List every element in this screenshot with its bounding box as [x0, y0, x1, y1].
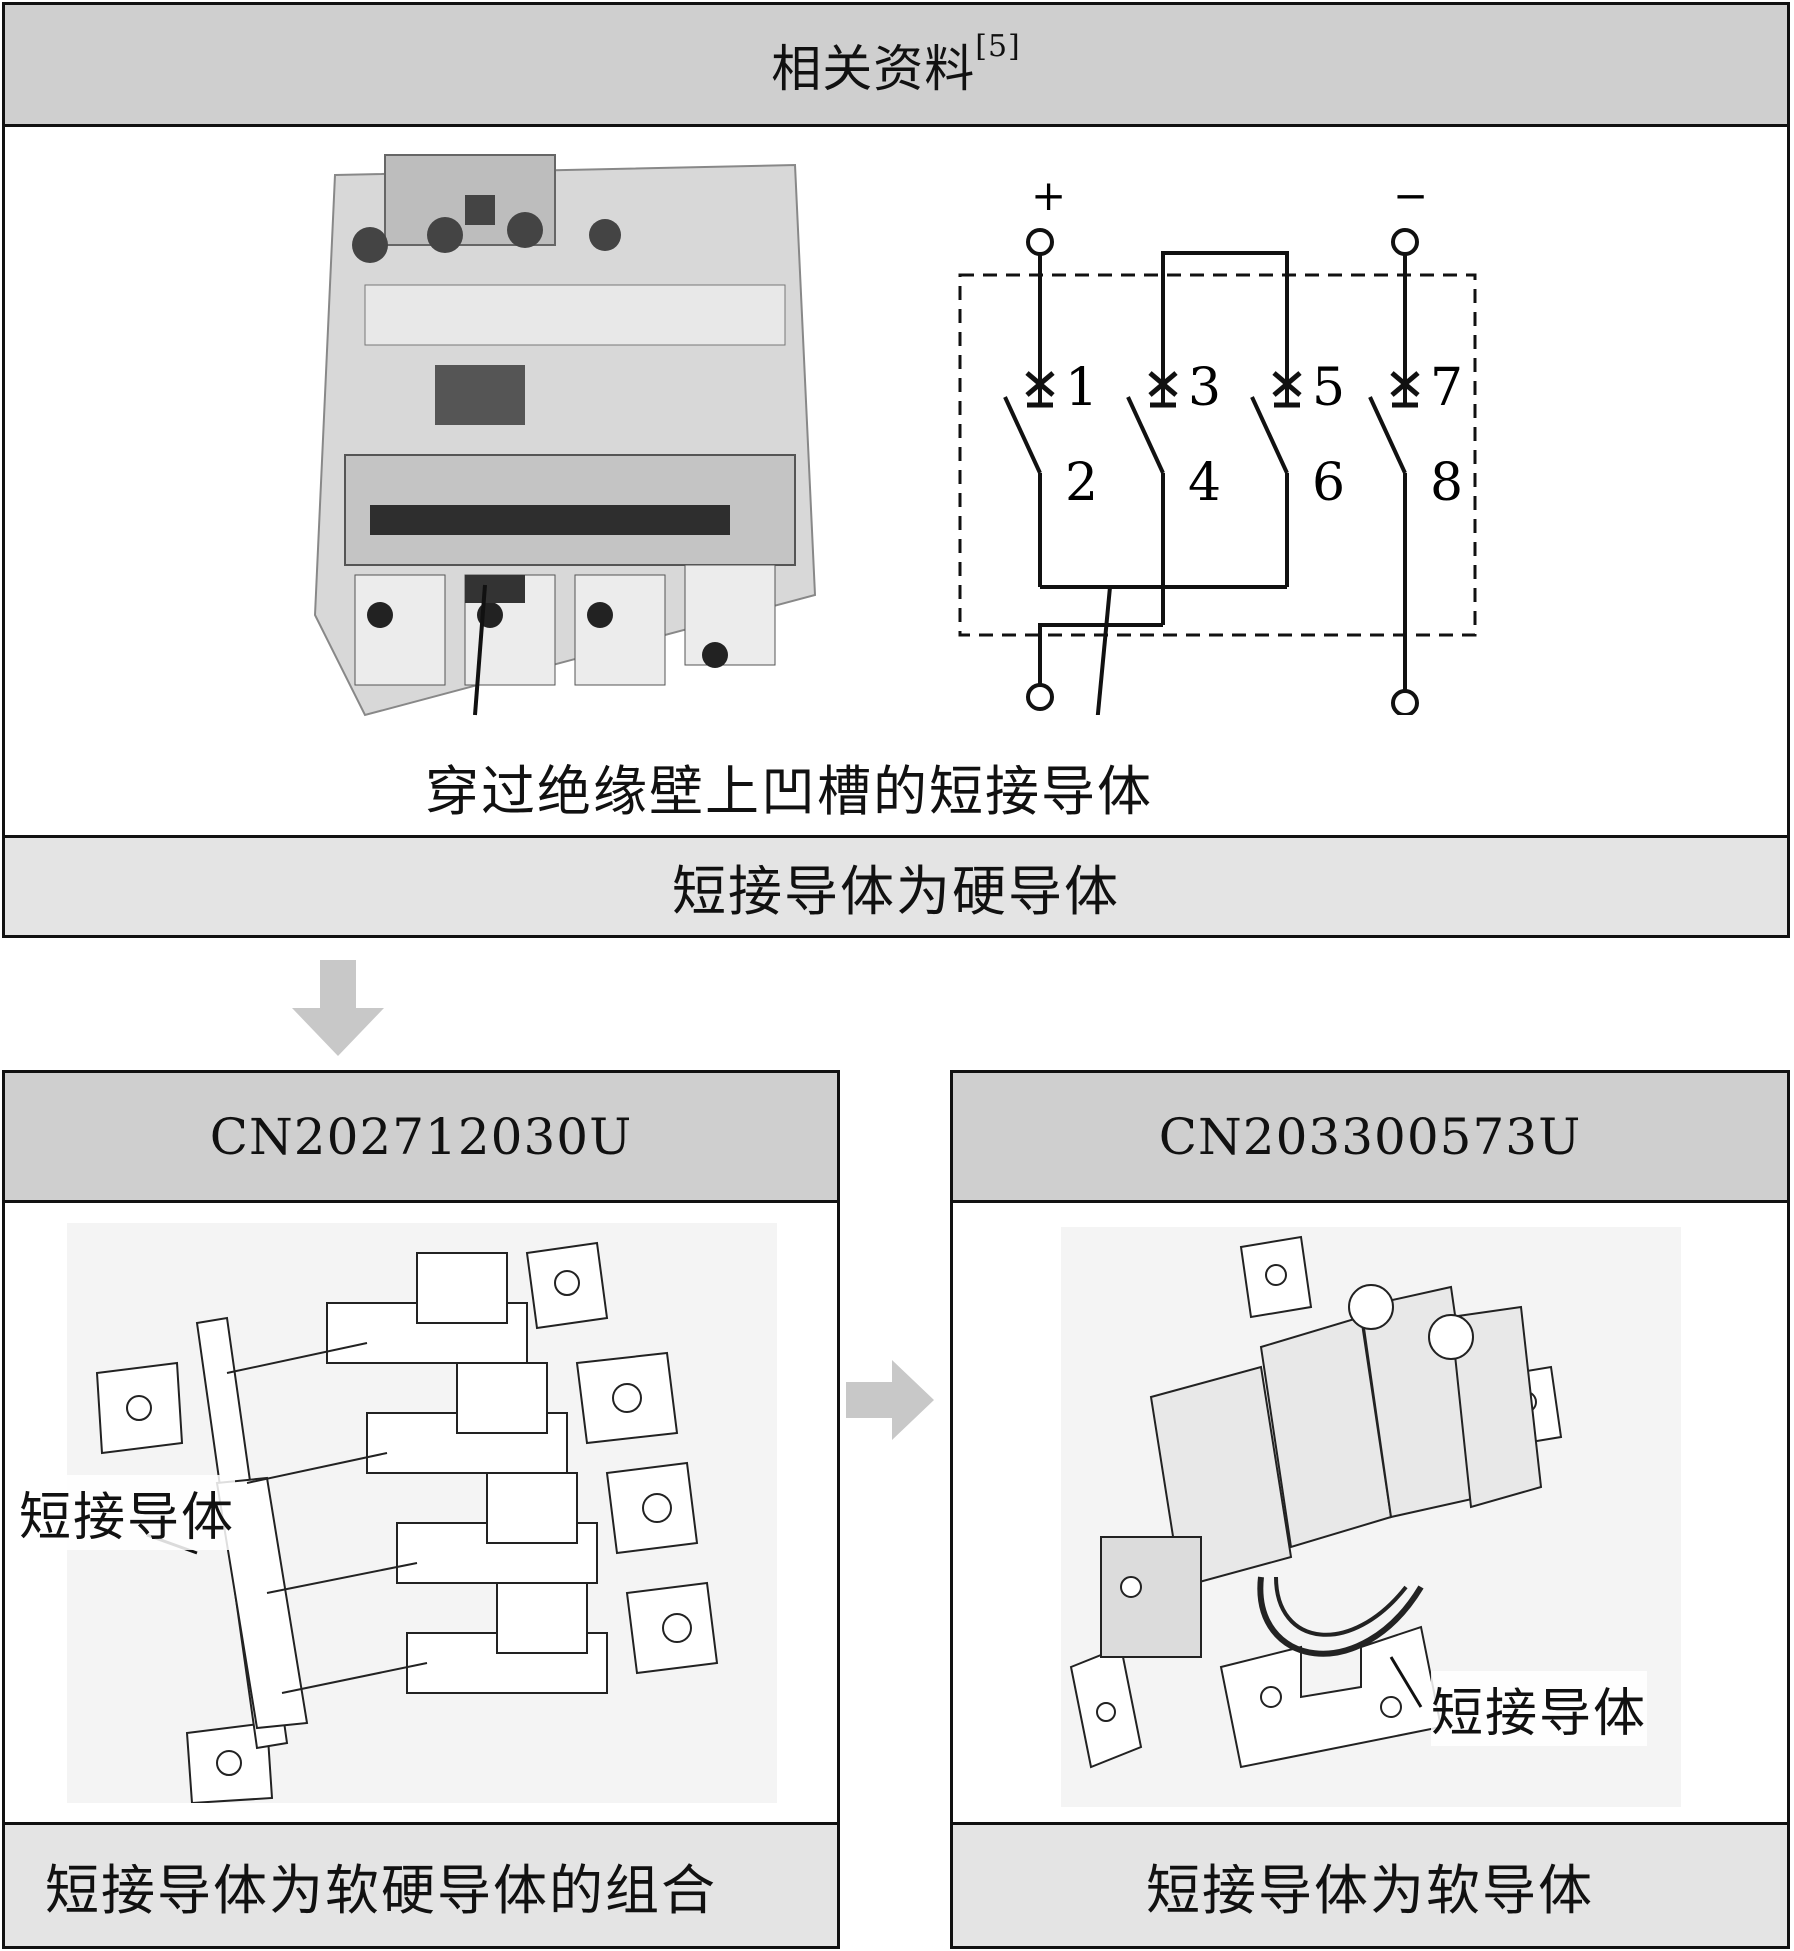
contact-label-7: 7: [1430, 358, 1463, 418]
top-panel-callout: 穿过绝缘壁上凹槽的短接导体: [425, 747, 1153, 826]
contact-label-5: 5: [1312, 358, 1345, 418]
top-panel-header: 相关资料[5]: [5, 5, 1787, 127]
breaker-photo: [275, 135, 835, 725]
contact-label-2: 2: [1065, 453, 1098, 513]
right-panel: CN203300573U: [950, 1070, 1790, 1949]
top-panel-title: 相关资料: [771, 39, 976, 98]
top-panel-title-ref: [5]: [975, 29, 1021, 64]
contact-label-4: 4: [1188, 453, 1221, 513]
right-panel-title: CN203300573U: [1158, 1107, 1582, 1166]
right-panel-callout: 短接导体: [1431, 1671, 1648, 1746]
contact-label-3: 3: [1188, 358, 1221, 418]
down-arrow: [292, 960, 384, 1056]
left-panel-header: CN202712030U: [5, 1073, 837, 1203]
right-arrow: [846, 1360, 934, 1440]
right-panel-header: CN203300573U: [953, 1073, 1787, 1203]
contact-label-6: 6: [1312, 453, 1345, 513]
left-panel-footer: 短接导体为软硬导体的组合: [5, 1822, 837, 1946]
top-panel-footer: 短接导体为硬导体: [5, 835, 1787, 935]
left-panel-callout: 短接导体: [19, 1475, 236, 1550]
right-panel-footer: 短接导体为软导体: [953, 1822, 1787, 1946]
contact-label-8: 8: [1430, 453, 1463, 513]
left-panel: CN202712030U: [2, 1070, 840, 1949]
left-panel-title: CN202712030U: [209, 1107, 633, 1166]
top-panel: 相关资料[5]: [2, 2, 1790, 938]
plus-terminal-label: +: [1031, 171, 1066, 220]
right-drawing: [1061, 1227, 1681, 1807]
circuit-diagram: + − 1 3 5 7 2 4 6 8: [958, 171, 1477, 715]
minus-terminal-label: −: [1393, 171, 1428, 220]
contact-label-1: 1: [1065, 358, 1098, 418]
